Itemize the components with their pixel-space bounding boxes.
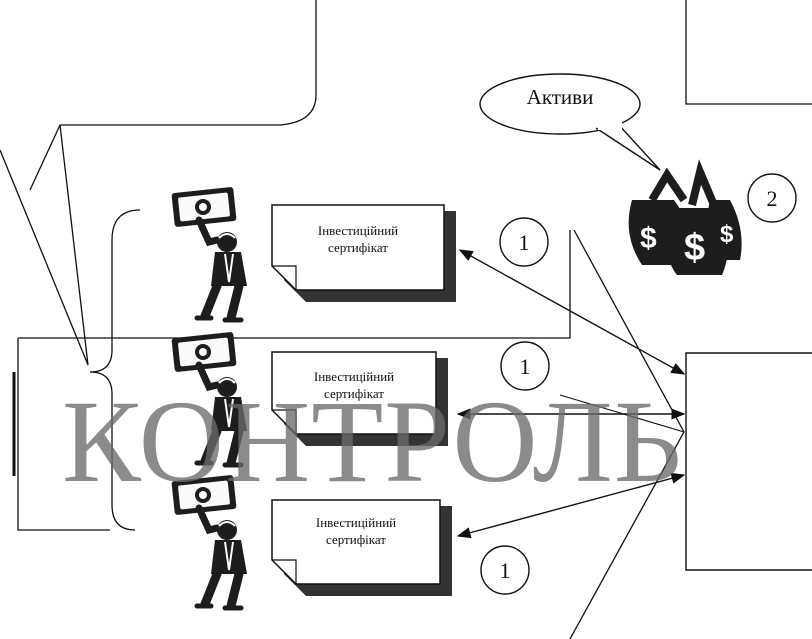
certificate-line-1: Інвестиційний — [317, 223, 399, 238]
marker-circle-3: 1 — [480, 545, 530, 595]
svg-text:1: 1 — [519, 230, 530, 255]
certificate-label-1: Інвестиційний сертифікат — [283, 222, 433, 256]
certificate-line-2: сертифікат — [326, 532, 386, 547]
control-watermark: КОНТРОЛЬ — [62, 376, 683, 507]
investor-holding-money-icon — [171, 187, 247, 320]
certificate-line-1: Інвестиційний — [315, 515, 397, 530]
assets-callout — [479, 73, 661, 171]
svg-text:$: $ — [720, 221, 734, 248]
svg-text:1: 1 — [520, 354, 531, 379]
certificate-3 — [271, 499, 452, 596]
marker-circle-2: 1 — [500, 341, 550, 391]
svg-text:$: $ — [684, 227, 705, 269]
certificate-line-1: Інвестиційний — [313, 369, 395, 384]
certificate-line-2: сертифікат — [328, 240, 388, 255]
certificate-label-2: Інвестиційний сертифікат — [279, 368, 429, 402]
certificate-label-3: Інвестиційний сертифікат — [281, 514, 431, 548]
assets-label: Активи — [526, 85, 594, 109]
certificate-1 — [271, 204, 456, 302]
svg-text:2: 2 — [767, 186, 778, 211]
money-bags-icon: $ $ $ — [628, 159, 742, 275]
svg-text:$: $ — [640, 222, 657, 255]
certificate-2 — [271, 351, 448, 446]
svg-text:1: 1 — [500, 558, 511, 583]
marker-circle-assets: 2 — [747, 173, 797, 223]
certificate-line-2: сертифікат — [324, 386, 384, 401]
marker-circle-1: 1 — [499, 217, 549, 267]
